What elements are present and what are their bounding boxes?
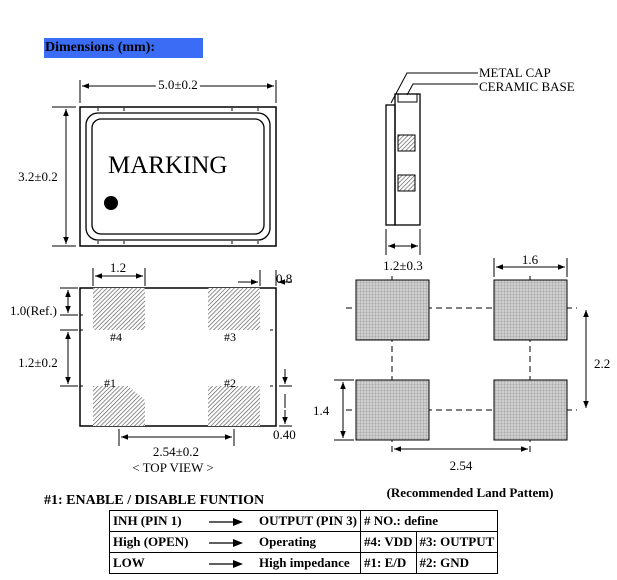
side-thickness-label: 1.2±0.3 — [383, 258, 423, 273]
function-title: #1: ENABLE / DISABLE FUNTION — [44, 493, 264, 508]
land-pad-tl — [355, 279, 430, 341]
ceramic-base-label: CERAMIC BASE — [479, 79, 575, 94]
pad-width-dimension — [92, 268, 146, 286]
ref-dimension — [60, 287, 78, 316]
table-cell-output: Operating — [256, 531, 361, 553]
side-thickness-dimension — [385, 229, 421, 255]
table-cell-input: LOW — [113, 555, 145, 570]
top-width-label: 5.0±0.2 — [158, 77, 198, 92]
table-cell-input: High (OPEN) — [113, 534, 189, 549]
land-v-pitch-label: 2.2 — [594, 356, 610, 371]
table-cell-pin: #1: E/D — [359, 552, 417, 574]
land-pad-tr — [493, 279, 568, 341]
edge-label: 0.40 — [273, 427, 296, 442]
table-cell-pin: #4: VDD — [359, 531, 417, 553]
table-row: LOW High impedance #1: E/D #2: GND — [109, 552, 499, 574]
pin1-dot-marker — [104, 196, 118, 210]
pitch-h-label: 2.54±0.2 — [153, 444, 199, 459]
pitch-h-dimension — [118, 429, 235, 446]
top-view-caption: < TOP VIEW > — [132, 460, 213, 475]
pad-gap-dimension — [238, 270, 292, 286]
land-pad-height-dimension — [334, 379, 354, 441]
table-cell-note: # NO.: define — [359, 510, 499, 532]
side-view-package — [385, 72, 478, 226]
dimensions-header: Dimensions (mm): — [44, 38, 203, 58]
land-pad-width-label: 1.6 — [522, 252, 539, 267]
table-cell-pin: #3: OUTPUT — [415, 531, 499, 553]
bottom-view-package — [79, 287, 277, 427]
land-pad-br — [493, 379, 568, 441]
pad-2 — [208, 386, 260, 426]
land-pattern — [346, 276, 577, 455]
pad-1 — [93, 386, 145, 426]
land-pad-height-label: 1.4 — [313, 403, 330, 418]
table-cell-output: OUTPUT (PIN 3) — [256, 510, 361, 532]
arrow-right-icon — [209, 560, 243, 569]
table-cell-input: INH (PIN 1) — [113, 513, 182, 528]
arrow-right-icon — [209, 518, 243, 527]
arrow-right-icon — [209, 539, 243, 548]
pin4-label: #4 — [110, 330, 122, 344]
top-height-dimension — [52, 106, 76, 247]
edge-dimension — [279, 369, 292, 427]
top-view-package — [79, 106, 277, 247]
land-h-pitch-label: 2.54 — [450, 458, 473, 473]
pad-width-label: 1.2 — [110, 260, 126, 275]
land-pattern-caption: (Recommended Land Pattem) — [387, 485, 554, 500]
pin2-label: #2 — [224, 376, 236, 390]
top-height-label: 3.2±0.2 — [18, 169, 58, 184]
ref-label: 1.0(Ref.) — [10, 303, 57, 318]
land-pad-bl — [355, 379, 430, 441]
pitch-v-dimension — [60, 329, 78, 387]
pad-4 — [93, 288, 145, 330]
table-cell-pin: #2: GND — [415, 552, 499, 574]
top-width-dimension — [79, 80, 277, 103]
pad-3 — [208, 288, 260, 330]
table-cell-output: High impedance — [256, 552, 361, 574]
pin3-label: #3 — [224, 330, 236, 344]
table-row: INH (PIN 1) OUTPUT (PIN 3) # NO.: define — [109, 510, 499, 532]
metal-cap-label: METAL CAP — [479, 65, 551, 80]
pad-gap-label: 0.8 — [276, 271, 292, 286]
marking-text: MARKING — [108, 152, 227, 179]
pin1-label: #1 — [104, 376, 116, 390]
pitch-v-label: 1.2±0.2 — [18, 355, 58, 370]
pin-function-table: INH (PIN 1) OUTPUT (PIN 3) # NO.: define… — [109, 510, 499, 574]
land-pad-width-dimension — [493, 258, 568, 277]
table-row: High (OPEN) Operating #4: VDD #3: OUTPUT — [109, 531, 499, 553]
